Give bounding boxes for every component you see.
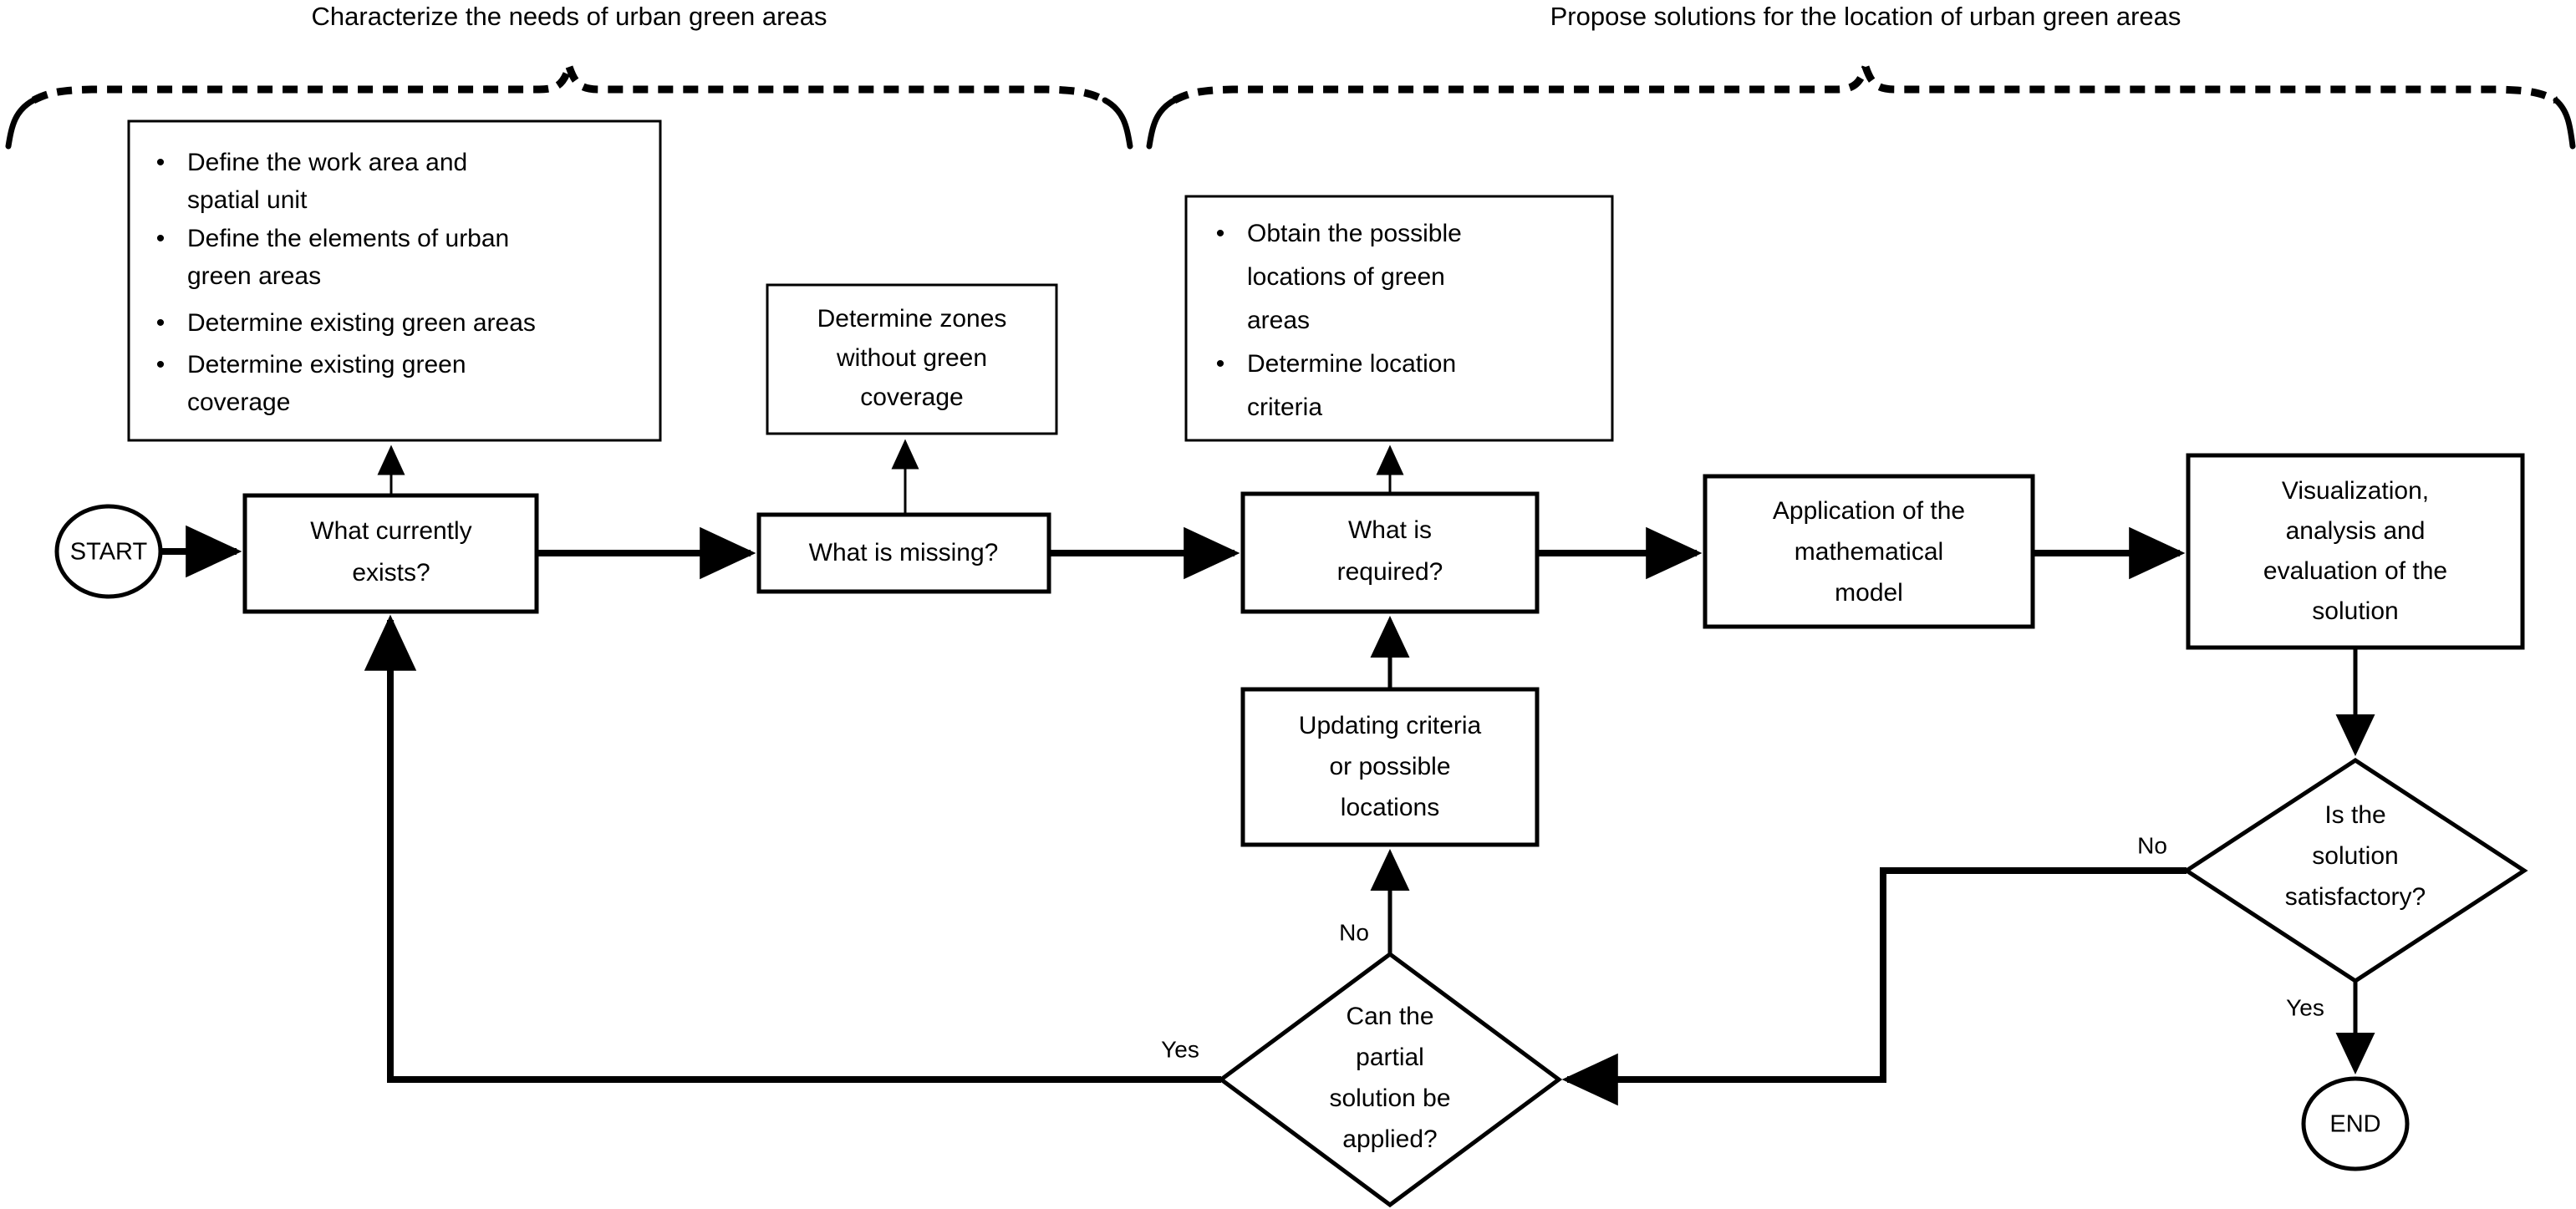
phase-title-propose: Propose solutions for the location of ur… [1550, 2, 2181, 31]
node-line: evaluation of the [2263, 557, 2447, 585]
bullet-line: spatial unit [187, 186, 308, 214]
needs-detail-box [127, 119, 662, 442]
can-partial-solution-text: Can the partial solution be applied? [1329, 1003, 1450, 1153]
node-line: solution [2312, 842, 2398, 870]
node-line: applied? [1342, 1125, 1437, 1153]
node-line: analysis and [2286, 517, 2426, 545]
node-line: mathematical [1795, 538, 1943, 566]
visualization-text: Visualization, analysis and evaluation o… [2263, 477, 2447, 625]
bullet-line: Define the elements of urban [187, 225, 509, 252]
what-is-required-node [1240, 491, 1540, 614]
determine-zones-box-content: Determine zones without green coverage [817, 305, 1007, 411]
node-line: Is the [2324, 801, 2385, 829]
node-line: required? [1337, 558, 1443, 586]
end-label: END [2329, 1111, 2380, 1138]
updating-criteria-text: Updating criteria or possible locations [1299, 712, 1482, 821]
bullet-line: Obtain the possible [1247, 220, 1462, 247]
what-is-required-text: What is required? [1337, 516, 1443, 586]
application-math-model-node [1703, 474, 2035, 629]
bullet-line: Define the work area and [187, 149, 467, 176]
updating-criteria-node [1240, 687, 1540, 847]
can-partial-solution-be-applied-decision [1217, 951, 1563, 1208]
bullet-line: locations of green [1247, 263, 1445, 291]
node-line: solution be [1329, 1085, 1450, 1112]
node-line: exists? [352, 559, 430, 587]
node-line: model [1835, 579, 1903, 607]
determine-zones-box [766, 283, 1058, 435]
edge-partial-yes-to-what-exists [364, 614, 1221, 1083]
node-line: solution [2312, 597, 2398, 625]
node-line: satisfactory? [2285, 883, 2426, 911]
bullet-line: areas [1247, 307, 1310, 334]
bullet-marker: • [156, 225, 165, 252]
what-is-missing-text: What is missing? [809, 539, 999, 566]
node-line: What currently [310, 517, 471, 545]
what-is-missing-node [756, 512, 1051, 594]
bullet-line: coverage [187, 389, 290, 416]
locations-detail-box-content: • Obtain the possible locations of green… [1216, 220, 1462, 421]
node-line: Can the [1346, 1003, 1433, 1030]
what-currently-exists-node [242, 493, 539, 614]
phase-brace-propose [1146, 65, 2576, 150]
what-currently-exists-text: What currently exists? [310, 517, 471, 587]
needs-detail-box-content: • Define the work area and spatial unit … [156, 149, 536, 416]
bullet-marker: • [156, 351, 165, 378]
node-line: Updating criteria [1299, 712, 1482, 739]
bullet-line: criteria [1247, 394, 1322, 421]
application-math-model-text: Application of the mathematical model [1773, 497, 1965, 607]
bullet-marker: • [1216, 220, 1225, 247]
node-line: Visualization, [2282, 477, 2429, 505]
edge-label-satisfactory-no: No [2137, 832, 2167, 858]
node-line: or possible [1329, 753, 1450, 780]
edge-satisfactory-no-to-partial [1561, 867, 2187, 1106]
is-solution-satisfactory-text: Is the solution satisfactory? [2285, 801, 2426, 911]
edge-label-partial-yes: Yes [1161, 1036, 1199, 1062]
bullet-line: Determine existing green [187, 351, 466, 378]
node-line: coverage [860, 384, 963, 411]
end-terminator [2301, 1076, 2410, 1171]
visualization-node [2186, 453, 2525, 650]
node-line: locations [1341, 794, 1439, 821]
phase-brace-characterize [5, 65, 1133, 150]
edge-label-satisfactory-yes: Yes [2286, 994, 2324, 1020]
node-line: Application of the [1773, 497, 1965, 525]
is-solution-satisfactory-decision [2182, 758, 2528, 983]
phase-title-characterize: Characterize the needs of urban green ar… [312, 2, 827, 31]
node-line: What is [1348, 516, 1432, 544]
bullet-line: Determine location [1247, 350, 1456, 378]
bullet-marker: • [1216, 350, 1225, 378]
bullet-line: Determine existing green areas [187, 309, 536, 337]
locations-detail-box [1184, 195, 1614, 442]
start-label: START [70, 539, 148, 566]
bullet-line: green areas [187, 262, 321, 290]
node-line: Determine zones [817, 305, 1007, 333]
node-line: partial [1356, 1044, 1424, 1071]
edge-label-partial-no: No [1339, 919, 1369, 945]
bullet-marker: • [156, 149, 165, 176]
bullet-marker: • [156, 309, 165, 337]
node-line: without green [836, 344, 987, 372]
